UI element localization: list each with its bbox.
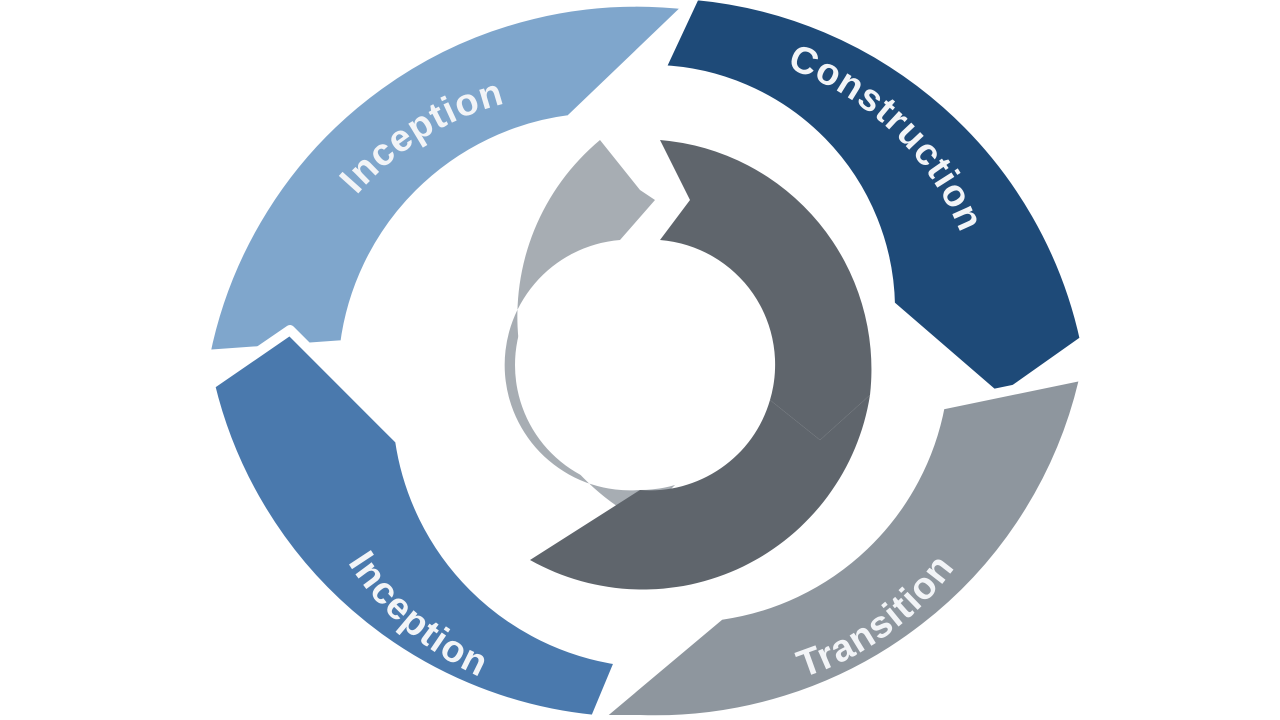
center-hole [515,240,765,490]
inner-ring [504,140,872,590]
segment-bottom-right [590,370,1090,720]
segment-top-right [655,0,1090,405]
inner-ring-bottom-arc [530,395,870,590]
segment-top-left [200,0,695,360]
outer-ring [200,0,1090,720]
segment-bottom-left [205,325,625,720]
inner-ring-dark-arc [660,140,872,440]
inner-ring-light-arc [504,140,690,520]
